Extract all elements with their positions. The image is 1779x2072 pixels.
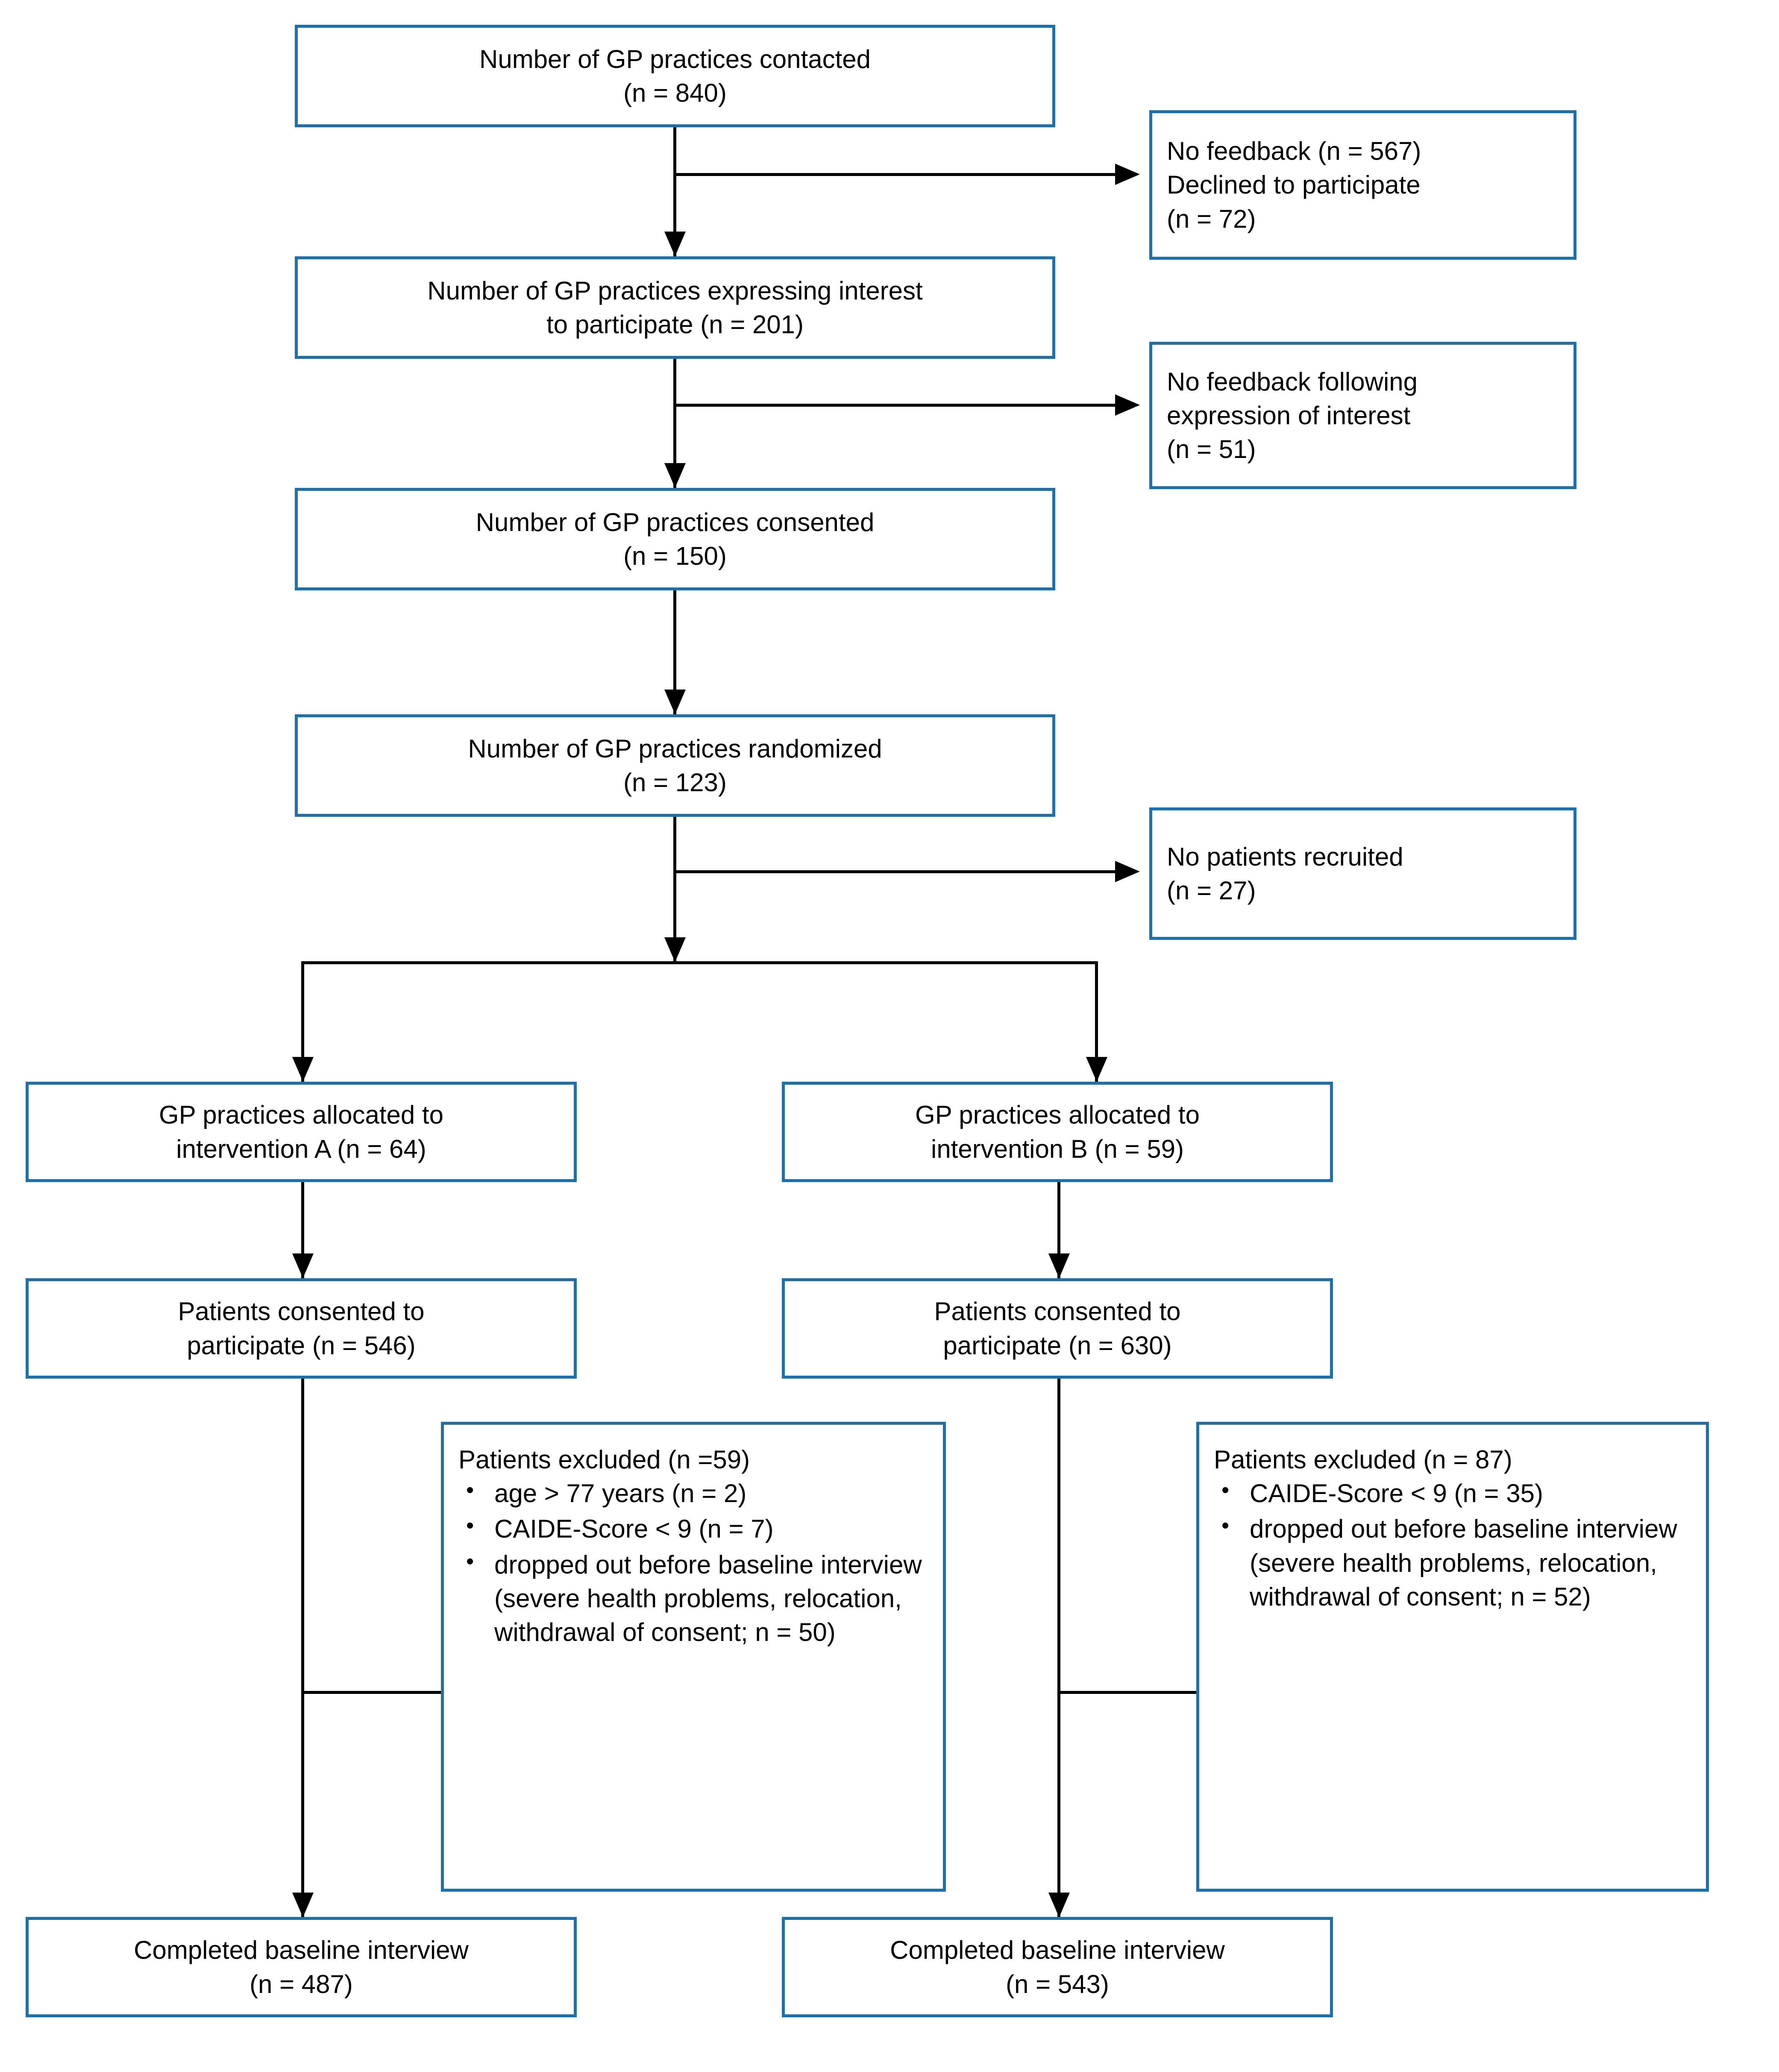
list-item: dropped out before baseline interview (s… xyxy=(458,1547,957,1649)
connector-consent-a-to-exclusion-a xyxy=(301,1691,451,1694)
connector-consent-b-to-exclusion-b xyxy=(1057,1691,1205,1694)
node-patients-excluded-b-bullets: CAIDE-Score < 9 (n = 35) dropped out bef… xyxy=(1199,1476,1726,1615)
connector-consent-b-to-completed-b xyxy=(1057,1379,1060,1917)
node-practices-contacted-line1: Number of GP practices contacted xyxy=(479,44,871,73)
node-patients-consented-b-line1: Patients consented to xyxy=(934,1297,1181,1326)
node-exclusion-after-interest: No feedback following expression of inte… xyxy=(1149,342,1576,489)
arrow-contacted-to-exclusion-icon xyxy=(1115,164,1140,185)
node-no-patients-recruited: No patients recruited (n = 27) xyxy=(1149,807,1576,940)
node-no-patients-recruited-line1: No patients recruited xyxy=(1167,842,1403,871)
node-allocated-intervention-a-line1: GP practices allocated to xyxy=(159,1101,443,1130)
node-practices-randomized: Number of GP practices randomized (n = 1… xyxy=(295,714,1055,817)
connector-interest-to-exclusion xyxy=(673,404,1118,407)
node-practices-contacted: Number of GP practices contacted (n = 84… xyxy=(295,25,1055,127)
node-allocated-intervention-b: GP practices allocated to intervention B… xyxy=(782,1082,1333,1182)
arrow-consent-b-to-completed-b-icon xyxy=(1048,1893,1070,1917)
node-exclusion-after-contact-line1: No feedback (n = 567) xyxy=(1167,137,1421,166)
node-completed-baseline-a-line2: (n = 487) xyxy=(250,1969,353,1999)
connector-split-bar xyxy=(301,961,1098,964)
arrow-alloc-a-to-consent-a-icon xyxy=(292,1253,314,1278)
connector-alloc-a-to-consent-a xyxy=(301,1182,304,1278)
arrow-randomized-to-split-icon xyxy=(664,937,686,962)
node-no-patients-recruited-line2: (n = 27) xyxy=(1167,876,1256,905)
node-patients-consented-a: Patients consented to participate (n = 5… xyxy=(26,1278,577,1379)
node-allocated-intervention-a-line2: intervention A (n = 64) xyxy=(176,1134,426,1163)
connector-contacted-to-exclusion xyxy=(673,173,1118,176)
list-item: age > 77 years (n = 2) xyxy=(458,1476,957,1510)
connector-split-left-drop xyxy=(301,961,304,1082)
arrow-consented-to-randomized-icon xyxy=(664,690,686,714)
arrow-consent-a-to-completed-a-icon xyxy=(292,1893,314,1917)
node-patients-excluded-a-heading: Patients excluded (n =59) xyxy=(458,1445,750,1474)
node-allocated-intervention-b-line1: GP practices allocated to xyxy=(915,1101,1200,1130)
list-item: dropped out before baseline interview (s… xyxy=(1214,1511,1720,1614)
connector-consented-to-randomized xyxy=(673,590,676,714)
node-patients-consented-a-line1: Patients consented to xyxy=(178,1297,425,1326)
connector-randomized-to-exclusion xyxy=(673,870,1118,873)
node-exclusion-after-interest-line2: expression of interest xyxy=(1167,401,1411,430)
node-patients-consented-b: Patients consented to participate (n = 6… xyxy=(782,1278,1333,1379)
node-practices-consented-line2: (n = 150) xyxy=(623,542,727,570)
node-allocated-intervention-b-line2: intervention B (n = 59) xyxy=(931,1134,1184,1163)
arrow-interest-to-exclusion-icon xyxy=(1115,394,1140,416)
arrow-randomized-to-exclusion-icon xyxy=(1115,861,1140,882)
node-exclusion-after-interest-line1: No feedback following xyxy=(1167,367,1418,396)
node-completed-baseline-b-line1: Completed baseline interview xyxy=(890,1936,1225,1965)
node-completed-baseline-b: Completed baseline interview (n = 543) xyxy=(782,1917,1333,2017)
node-completed-baseline-a: Completed baseline interview (n = 487) xyxy=(26,1917,577,2017)
node-patients-consented-b-line2: participate (n = 630) xyxy=(943,1331,1172,1360)
list-item: CAIDE-Score < 9 (n = 7) xyxy=(458,1511,957,1546)
node-practices-contacted-line2: (n = 840) xyxy=(623,79,727,107)
node-completed-baseline-a-line1: Completed baseline interview xyxy=(134,1936,469,1965)
arrow-interest-to-consented-icon xyxy=(664,463,686,488)
connector-randomized-to-split xyxy=(673,817,676,962)
list-item: CAIDE-Score < 9 (n = 35) xyxy=(1214,1476,1720,1510)
node-practices-randomized-line1: Number of GP practices randomized xyxy=(468,734,882,763)
connector-consent-a-to-completed-a xyxy=(301,1379,304,1917)
node-practices-consented: Number of GP practices consented (n = 15… xyxy=(295,488,1055,590)
node-practices-interest: Number of GP practices expressing intere… xyxy=(295,256,1055,359)
connector-contacted-to-interest xyxy=(673,127,676,256)
node-exclusion-after-contact-line3: (n = 72) xyxy=(1167,204,1256,233)
node-patients-excluded-b-heading: Patients excluded (n = 87) xyxy=(1214,1445,1512,1474)
node-exclusion-after-contact-line2: Declined to participate xyxy=(1167,170,1421,200)
arrow-split-to-alloc-a-icon xyxy=(292,1057,314,1082)
node-exclusion-after-contact: No feedback (n = 567) Declined to partic… xyxy=(1149,110,1576,260)
node-practices-randomized-line2: (n = 123) xyxy=(623,768,727,797)
arrow-split-to-alloc-b-icon xyxy=(1086,1057,1107,1082)
connector-split-right-drop xyxy=(1095,961,1098,1082)
node-completed-baseline-b-line2: (n = 543) xyxy=(1006,1969,1109,1999)
node-patients-excluded-a-bullets: age > 77 years (n = 2) CAIDE-Score < 9 (… xyxy=(444,1476,963,1651)
connector-alloc-b-to-consent-b xyxy=(1057,1182,1060,1278)
connector-interest-to-consented xyxy=(673,359,676,488)
node-allocated-intervention-a: GP practices allocated to intervention A… xyxy=(26,1082,577,1182)
arrow-alloc-b-to-consent-b-icon xyxy=(1048,1253,1070,1278)
node-patients-excluded-a: Patients excluded (n =59) age > 77 years… xyxy=(441,1422,946,1892)
node-practices-interest-line1: Number of GP practices expressing intere… xyxy=(427,276,923,305)
node-exclusion-after-interest-line3: (n = 51) xyxy=(1167,435,1256,464)
node-practices-consented-line1: Number of GP practices consented xyxy=(476,508,875,537)
node-patients-consented-a-line2: participate (n = 546) xyxy=(187,1331,416,1360)
arrow-contacted-to-interest-icon xyxy=(664,232,686,256)
node-patients-excluded-b: Patients excluded (n = 87) CAIDE-Score <… xyxy=(1196,1422,1709,1892)
node-practices-interest-line2: to participate (n = 201) xyxy=(546,310,804,339)
